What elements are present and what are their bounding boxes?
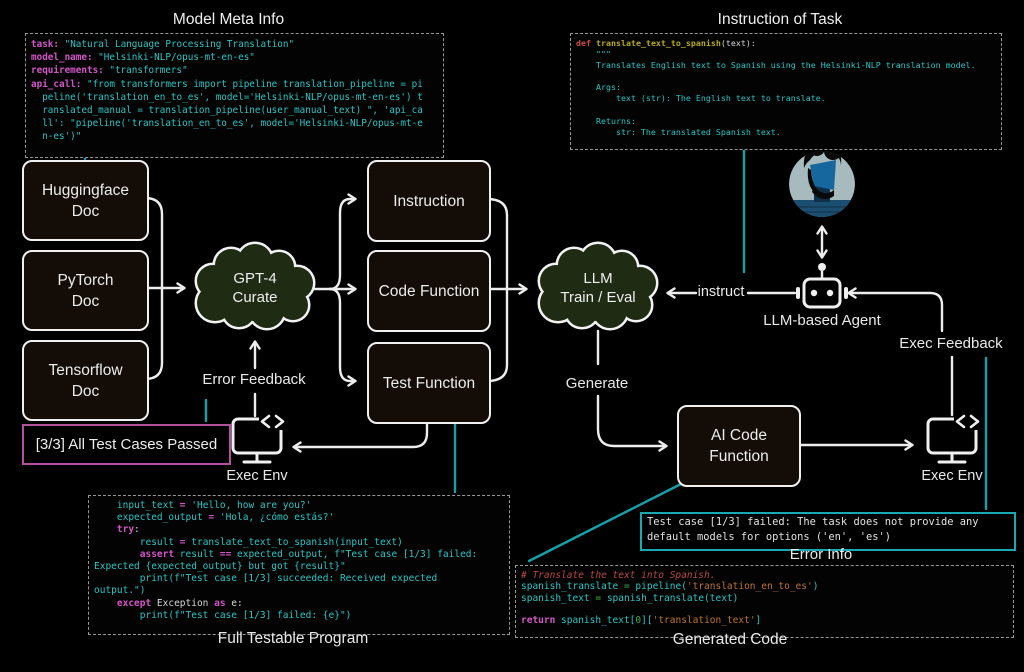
box-label: Doc xyxy=(71,382,100,400)
error-feedback-label: Error Feedback xyxy=(202,371,306,388)
error-info-line2: default models for options ('en', 'es') xyxy=(647,530,891,543)
cloud-label-line: Curate xyxy=(232,289,278,306)
teal-callout-lines xyxy=(83,141,988,563)
exec-env-left-monitor-icon xyxy=(231,411,289,464)
status-badge: [3/3] All Test Cases Passed xyxy=(22,424,231,465)
huggingface-doc-box: Huggingface Doc xyxy=(22,160,149,241)
code-function-box: Code Function xyxy=(367,250,491,332)
pytorch-doc-box: PyTorch Doc xyxy=(22,250,149,331)
generated-code-caption: Generated Code xyxy=(672,631,788,648)
box-label: PyTorch xyxy=(57,271,114,289)
person-avatar xyxy=(789,151,855,217)
error-info-box: Test case [1/3] failed: The task does no… xyxy=(640,512,1016,551)
instruction-of-task-code: def translate_text_to_spanish(text): """… xyxy=(570,33,1002,150)
exec-env-left-label: Exec Env xyxy=(226,468,288,484)
exec-env-right-label: Exec Env xyxy=(921,468,983,484)
box-label: Code Function xyxy=(378,282,480,300)
full-testable-program-code: input_text = 'Hello, how are you?' expec… xyxy=(88,495,510,635)
docs-to-gpt4-connector xyxy=(143,196,186,381)
exec-feedback-label: Exec Feedback xyxy=(899,335,1003,352)
box-label: Function xyxy=(709,448,769,465)
tensorflow-doc-box: Tensorflow Doc xyxy=(22,340,149,421)
instruction-of-task-title: Instruction of Task xyxy=(717,11,843,28)
gpt4-to-artifacts-connector xyxy=(311,193,357,387)
cloud-label-line: LLM xyxy=(583,270,613,287)
error-info-caption: Error Info xyxy=(789,546,853,563)
cloud-label-line: Train / Eval xyxy=(560,289,636,306)
box-label: Test Function xyxy=(382,374,476,392)
llm-cloud-label: LLM Train / Eval xyxy=(538,269,658,307)
generated-code-code: # Translate the text into Spanish.spanis… xyxy=(515,565,1014,638)
gpt4-cloud-label: GPT-4 Curate xyxy=(195,269,315,307)
artifacts-to-llm-connector xyxy=(485,197,528,383)
generate-connector xyxy=(596,329,668,452)
full-testable-program-caption: Full Testable Program xyxy=(217,630,369,647)
error-info-line1: Test case [1/3] failed: The task does no… xyxy=(647,516,979,528)
test-function-box: Test Function xyxy=(367,342,491,424)
instruction-box: Instruction xyxy=(367,160,491,242)
robot-icon xyxy=(796,263,848,309)
box-label: Doc xyxy=(71,292,100,310)
model-meta-info-code: task: "Natural Language Processing Trans… xyxy=(25,33,444,158)
box-label: Doc xyxy=(71,202,100,220)
generate-label: Generate xyxy=(565,375,629,392)
cloud-label-line: GPT-4 xyxy=(233,270,277,287)
testfunction-to-execenv-connector xyxy=(292,418,429,453)
llm-based-agent-label: LLM-based Agent xyxy=(763,312,881,329)
box-label: AI Code xyxy=(710,427,767,444)
ai-code-function-box: AI Code Function xyxy=(677,405,801,487)
box-label: Tensorflow xyxy=(48,361,123,379)
instruct-label: instruct xyxy=(697,284,745,300)
model-meta-info-title: Model Meta Info xyxy=(172,11,285,28)
exec-feedback-connector xyxy=(847,287,954,417)
exec-env-right-monitor-icon xyxy=(926,411,984,464)
box-label: Huggingface xyxy=(41,181,130,199)
box-label: Instruction xyxy=(393,192,465,210)
